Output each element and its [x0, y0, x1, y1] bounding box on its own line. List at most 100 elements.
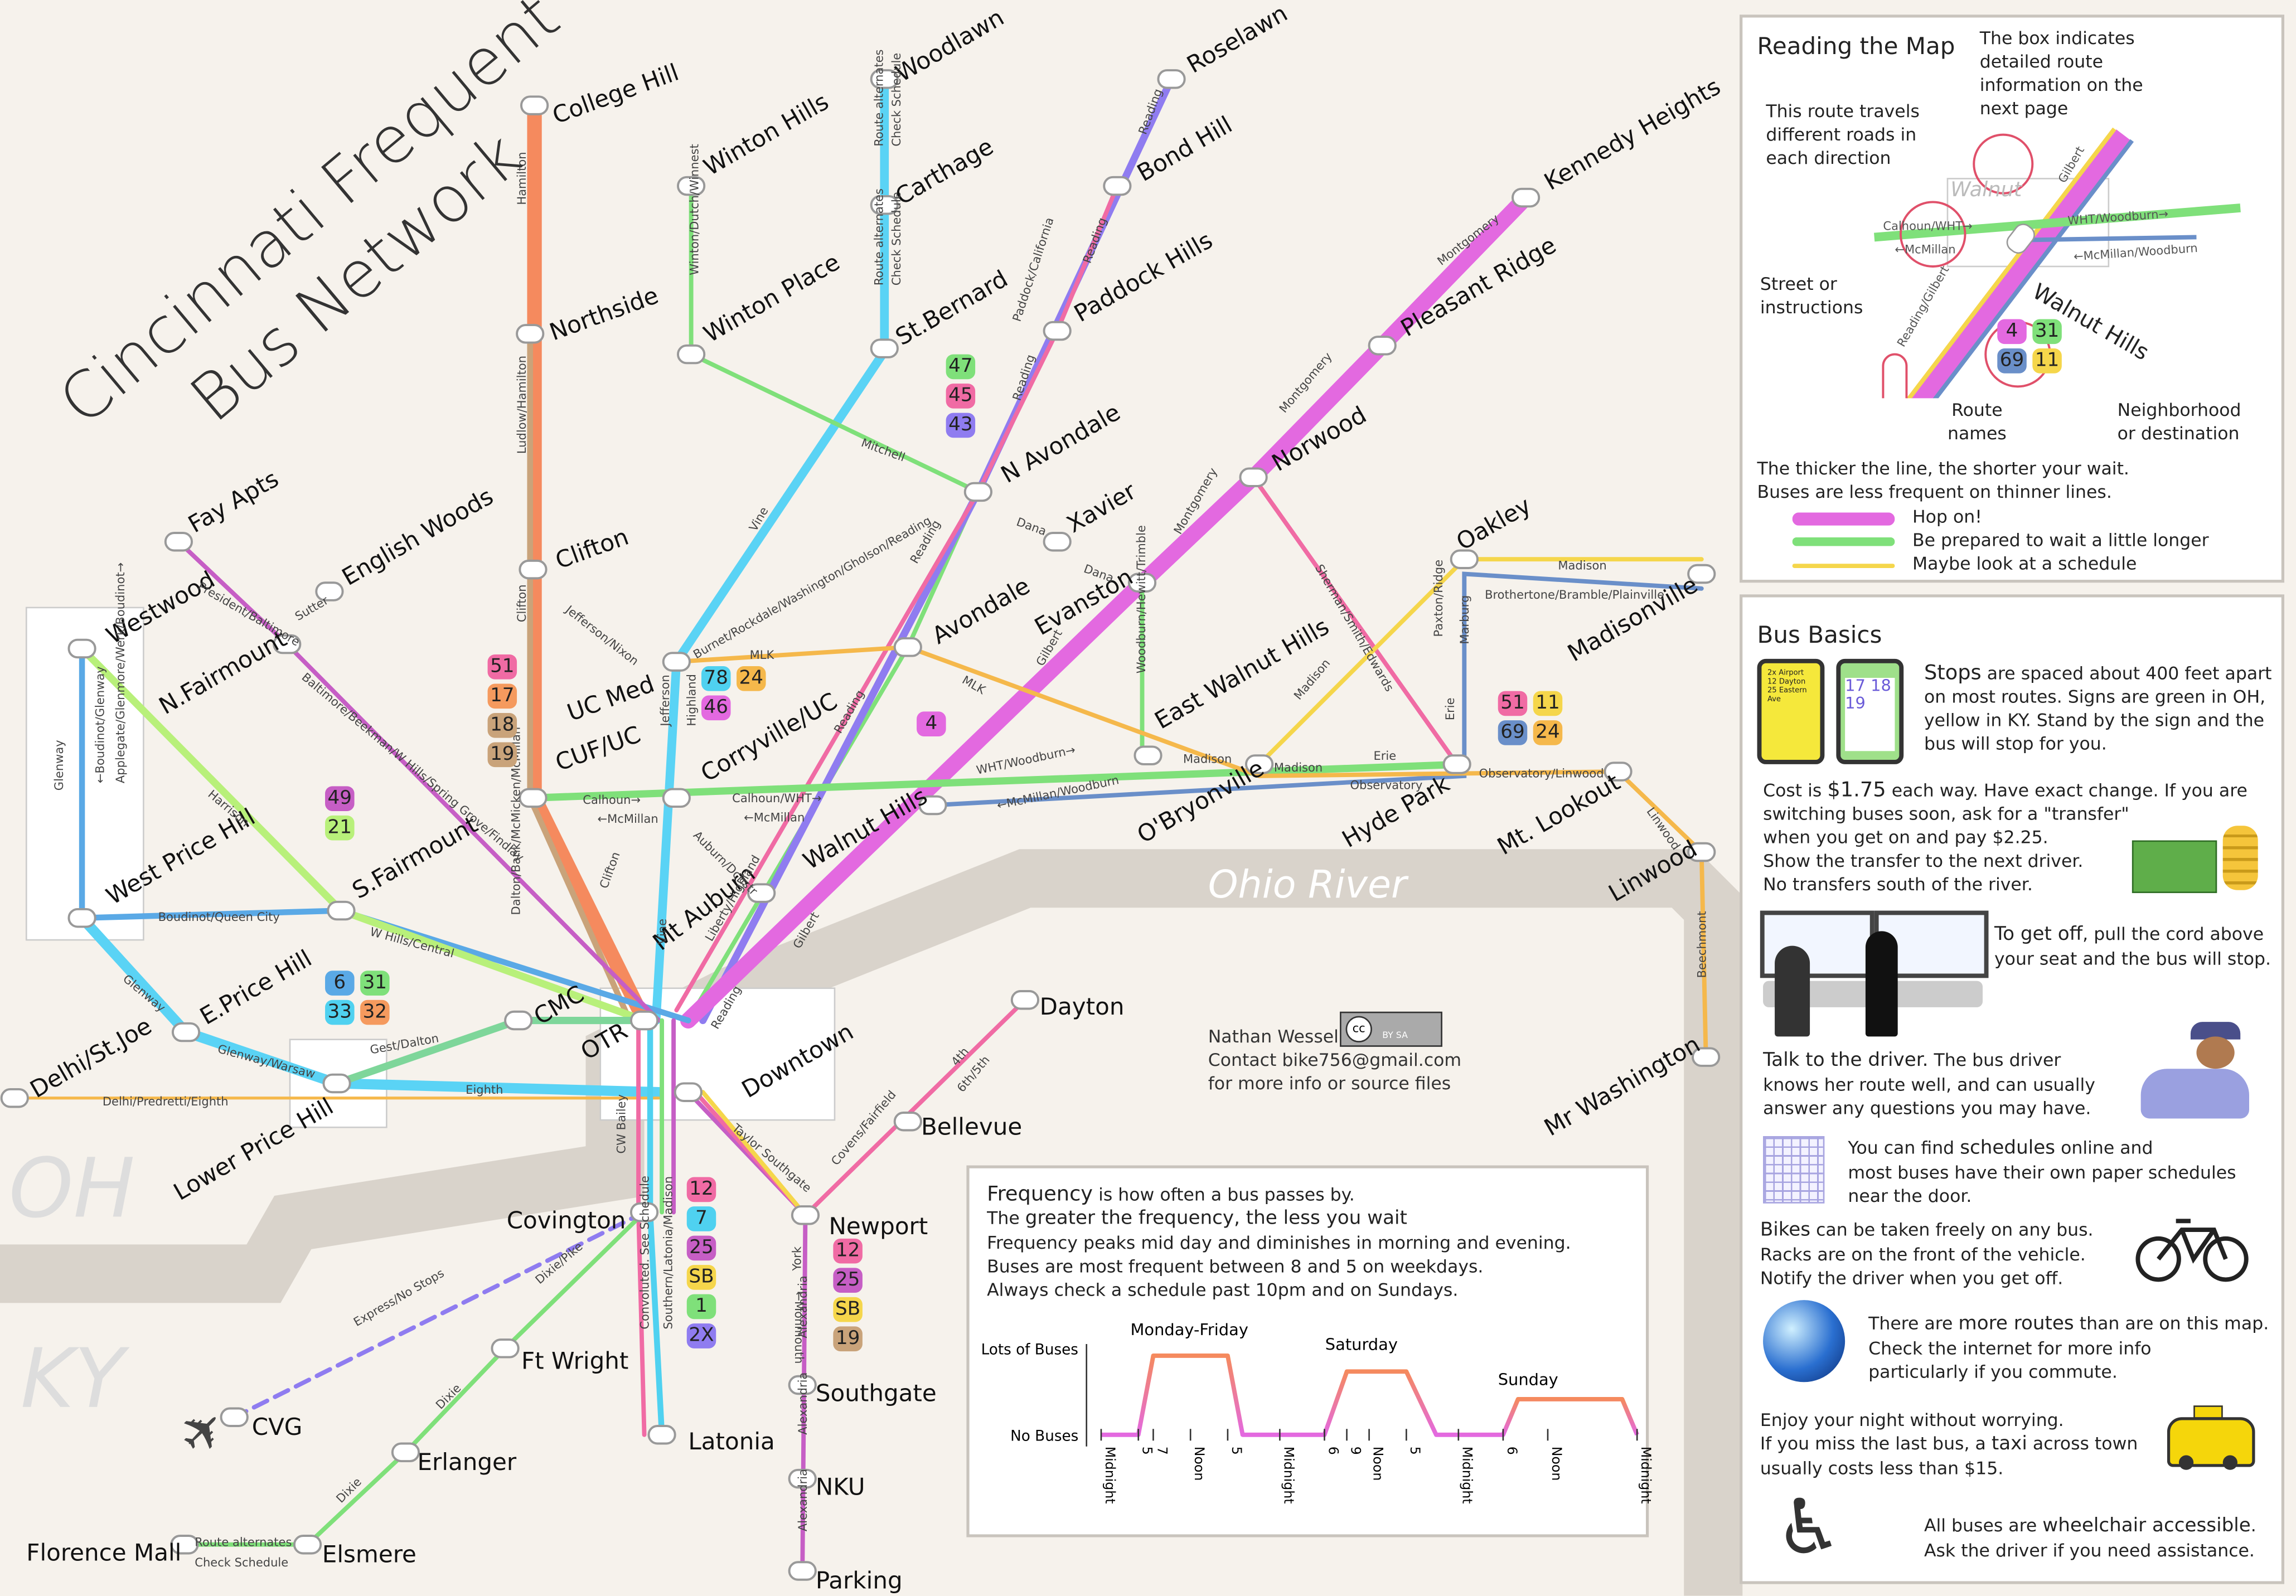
- street-label: Winton/Dutch/Winnest: [688, 144, 701, 275]
- station-marker: [1010, 990, 1040, 1010]
- street-label: Jefferson: [658, 675, 672, 726]
- phone-line-2: 19: [1845, 693, 1866, 714]
- more-routes-text: There are more routes than are on this m…: [1868, 1312, 2269, 1384]
- station-marker: [893, 637, 922, 657]
- station-marker: [791, 1205, 820, 1225]
- sample-route-badge: 69: [1997, 348, 2027, 373]
- street-label: ←Boudinot/Glenway: [94, 666, 107, 784]
- station-marker: [870, 69, 899, 89]
- x-tick-label: Midnight: [1460, 1447, 1475, 1504]
- box-note-3: information on the: [1979, 74, 2143, 95]
- x-tick-label: Midnight: [1102, 1447, 1118, 1504]
- person-icon: [1775, 945, 1810, 1037]
- stops-1: are spaced about 400 feet apart: [1981, 663, 2272, 684]
- person-pulling-cord-icon: [1865, 931, 1898, 1037]
- x-tick-label: Noon: [1191, 1447, 1207, 1481]
- x-tick-label: 5: [1407, 1447, 1423, 1455]
- street-label: Boudinot/Queen City: [158, 910, 280, 924]
- route-badge: 51: [1498, 691, 1528, 716]
- station-marker: [1687, 842, 1716, 862]
- freq-line-5: Always check a schedule past 10pm and on…: [987, 1279, 1459, 1301]
- schedules-text: You can find schedules online and most b…: [1848, 1136, 2236, 1208]
- route-badge: SB: [833, 1297, 863, 1322]
- street-label: Madison: [1183, 752, 1232, 766]
- neighborhood-2: or destination: [2117, 423, 2240, 444]
- street-label: Calhoun→: [583, 793, 641, 807]
- street-label: Applegate/Glenmore/Werk/Boudinot→: [114, 562, 128, 784]
- night-pre: If you miss the last bus, a: [1760, 1433, 1992, 1454]
- river-label: Ohio River: [1208, 864, 1407, 908]
- route-names-2: names: [1947, 423, 2007, 444]
- freq-text-1: is how often a bus passes by.: [1093, 1184, 1355, 1205]
- cc-icon: cc: [1345, 1016, 1372, 1042]
- getoff-bold: To get off: [1994, 924, 2083, 946]
- neighborhood-note: Neighborhood or destination: [2118, 398, 2241, 445]
- schedules-3: near the door.: [1848, 1186, 1972, 1207]
- station-marker: [747, 883, 776, 903]
- legend-line: [1792, 537, 1895, 546]
- station-marker: [67, 908, 96, 928]
- station-label: Latonia: [688, 1427, 775, 1456]
- street-label: Madison: [1273, 761, 1323, 775]
- x-tick-label: 6: [1504, 1447, 1520, 1455]
- cost-pre: Cost is: [1763, 780, 1828, 801]
- station-marker: [1442, 754, 1471, 774]
- talk-1: The bus driver: [1928, 1050, 2061, 1070]
- station-marker: [788, 1561, 817, 1581]
- street-label: ←McMillan: [744, 811, 805, 824]
- street-label: York: [791, 1246, 804, 1271]
- station-markers: [0, 69, 1721, 1581]
- station-label: Parking: [815, 1566, 903, 1595]
- diff-roads-2: different roads in: [1766, 124, 1917, 145]
- bicycle-icon: [2135, 1219, 2249, 1282]
- station-marker: [629, 1010, 659, 1031]
- state-oh-label: OH: [8, 1142, 135, 1238]
- street-label: Glenway: [52, 740, 66, 791]
- sample-street-1: Calhoun/WHT→: [1883, 219, 1973, 233]
- phone-line-1: 17 18: [1845, 676, 1891, 696]
- station-label: Covington: [506, 1206, 626, 1234]
- talk-3: answer any questions you may have.: [1763, 1098, 2091, 1119]
- station-label: Newport: [829, 1212, 928, 1240]
- bus-interior-icon: [1757, 905, 1989, 1040]
- cost-1: switching buses soon, ask for a "transfe…: [1763, 803, 2129, 824]
- route-badge: 12: [686, 1177, 716, 1202]
- station-marker: [520, 95, 549, 115]
- thickness-1: The thicker the line, the shorter your w…: [1757, 458, 2129, 479]
- sign-line-2: 12 Dayton: [1767, 677, 1806, 687]
- station-marker: [491, 1338, 520, 1359]
- street-label: Calhoun/WHT→: [732, 792, 822, 806]
- x-tick-label: 6: [1325, 1447, 1341, 1455]
- street-label: Southern/Latonia/Madison: [662, 1176, 675, 1330]
- frequency-series-line: [1280, 1369, 1459, 1437]
- bikes-3: Notify the driver when you get off.: [1760, 1268, 2064, 1289]
- bikes-text: Bikes can be taken freely on any bus. Ra…: [1760, 1218, 2094, 1290]
- route-badge: 6: [325, 971, 355, 996]
- y-label-none: No Buses: [1010, 1428, 1078, 1444]
- legend-label: Hop on!: [1912, 506, 1982, 527]
- station-label: Florence Mall: [26, 1539, 182, 1567]
- route-badge: 25: [833, 1268, 863, 1293]
- street-label: Check Schedule: [890, 52, 904, 147]
- cost-2: when you get on and pay $2.25.: [1763, 827, 2048, 848]
- station-marker: [1692, 1047, 1721, 1067]
- station-marker: [677, 344, 706, 365]
- street-label: Eighth: [466, 1083, 503, 1097]
- credit-author: Nathan Wessel: [1208, 1026, 1339, 1047]
- street-label: Beechmont: [1696, 911, 1709, 978]
- route-badge: 25: [686, 1235, 716, 1261]
- money-icon: [2132, 817, 2264, 899]
- x-tick-label: Midnight: [1281, 1447, 1296, 1504]
- reading-map-panel: Reading the Map The box indicates detail…: [1740, 14, 2285, 583]
- route-badge: 51: [487, 654, 517, 680]
- street-2: instructions: [1760, 297, 1863, 318]
- station-marker: [519, 788, 548, 808]
- route-badge: 24: [737, 666, 766, 691]
- station-label: Ft Wright: [521, 1347, 629, 1375]
- station-marker: [788, 1468, 817, 1489]
- taxi-icon: [2161, 1405, 2255, 1473]
- station-marker: [1368, 336, 1397, 356]
- station-marker: [67, 638, 96, 659]
- station-marker: [918, 795, 947, 816]
